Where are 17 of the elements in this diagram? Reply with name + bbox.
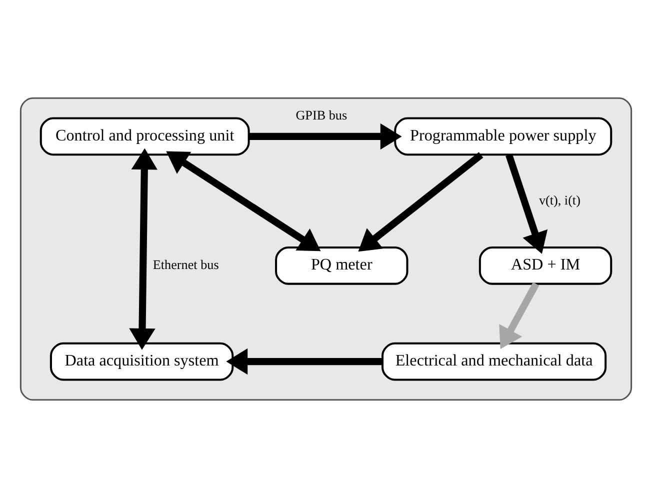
- node-box: Control and processing unit: [40, 116, 250, 156]
- cluster: [20, 96, 632, 400]
- arrow: [506, 153, 548, 254]
- arrow: [248, 122, 402, 150]
- arrow: [129, 148, 158, 350]
- edge-label: v(t), i(t): [538, 192, 580, 207]
- node-box: ASD + IM: [478, 246, 612, 284]
- node-box: Data acquisition system: [50, 342, 234, 380]
- node-box: Electrical and mechanical data: [382, 342, 607, 380]
- arrow: [358, 152, 484, 252]
- arrow: [499, 282, 540, 349]
- edge-label: GPIB bus: [296, 107, 348, 122]
- edge-label: Ethernet bus: [152, 256, 219, 272]
- arrow: [166, 150, 321, 251]
- node-box: PQ meter: [275, 246, 408, 284]
- arrow: [226, 348, 382, 374]
- node-box: Programmable power supply: [394, 116, 612, 156]
